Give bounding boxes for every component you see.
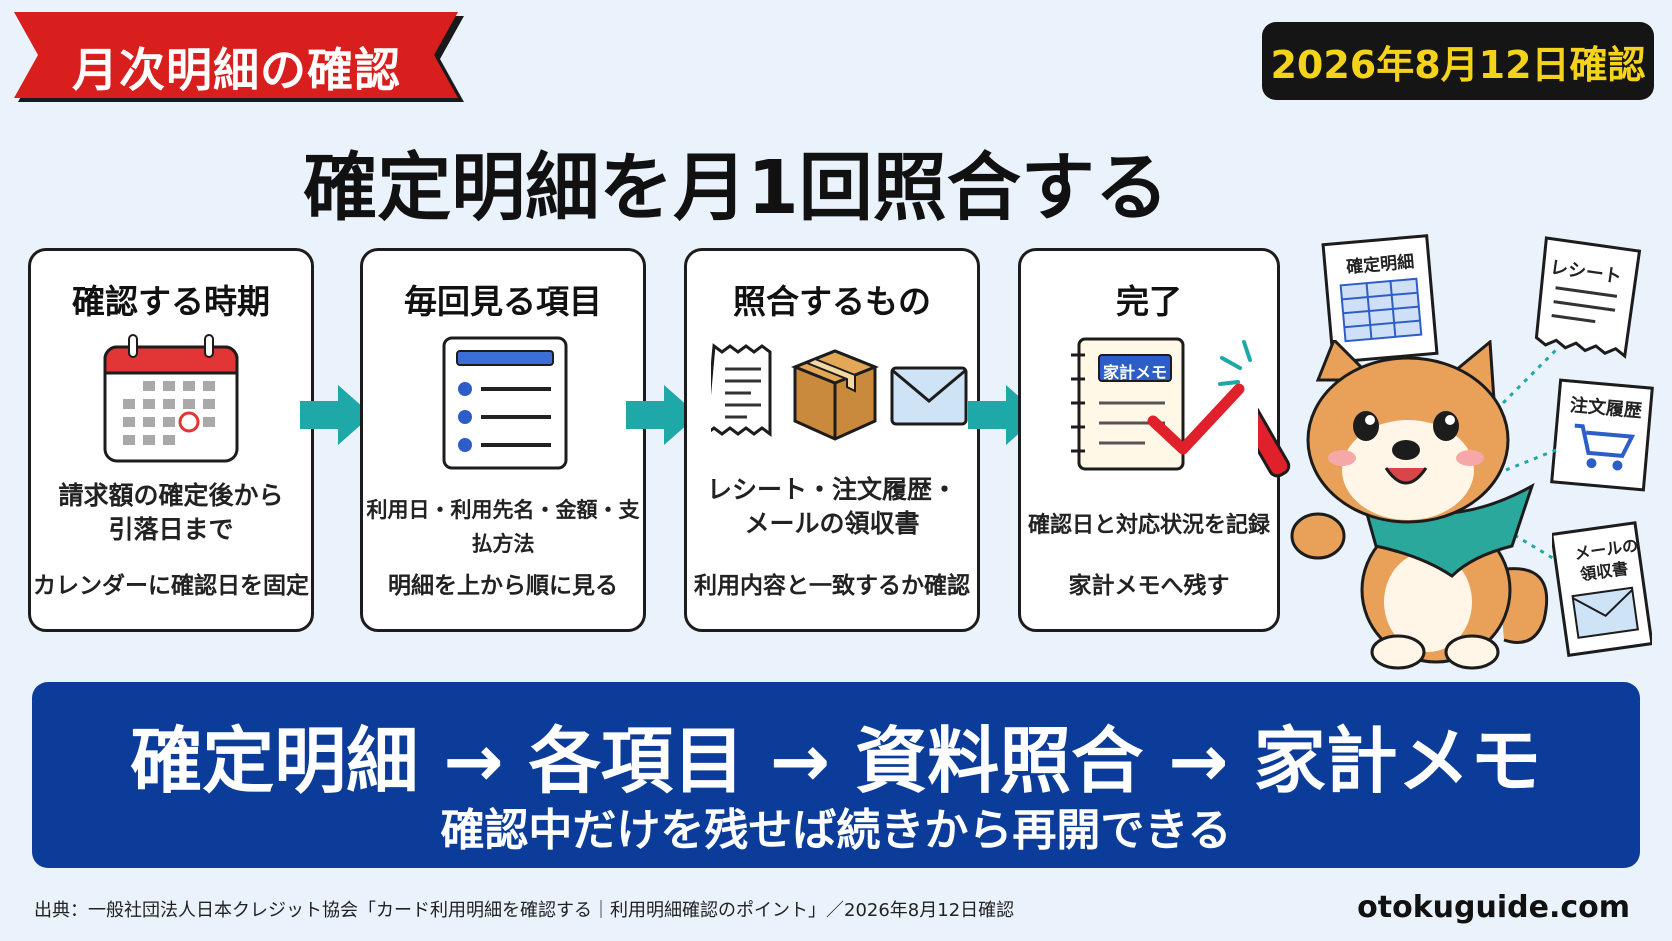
statement-paper-icon: 確定明細 (1320, 232, 1440, 370)
summary-note: 確認中だけを残せば続きから再開できる (440, 805, 1232, 856)
email-receipt-paper-icon: メールの 領収書 (1550, 520, 1654, 664)
page-title-text: 確定明細を月1回照合する (303, 145, 1169, 231)
step-card-documents: 照合するもの レシート・注文履歴・ メールの領収書 利用内容と一致するか確認 (684, 248, 980, 632)
step-text-primary-2: メールの領収書 (744, 509, 920, 538)
step-text-primary: 利用日・利用先名・金額・支払方法 (366, 498, 640, 556)
source-citation: 出典：一般社団法人日本クレジット協会「カード利用明細を確認する｜利用明細確認のポ… (34, 900, 1015, 921)
summary-flow: 確定明細 → 各項目 → 資料照合 → 家計メモ (130, 719, 1542, 803)
sparkle-lines-icon (1218, 340, 1252, 386)
arrow-right-icon (626, 385, 698, 449)
order-history-paper-icon: 注文履歴 (1548, 376, 1656, 498)
step-title: 照合するもの (733, 282, 931, 321)
step-card-items: 毎回見る項目 利用日・利用先名・金額・支払方法 明細を上から順に見る (360, 248, 646, 632)
mail-envelope-icon (889, 365, 969, 431)
receipt-icon (704, 343, 775, 447)
step-text-primary-2: 引落日まで (108, 515, 234, 544)
notebook-icon: 家計メモ (1065, 335, 1189, 479)
list-document-icon (441, 335, 569, 475)
step-card-complete: 完了 家計メモ 確認日と対応状況を記録 家計メモへ残す (1018, 248, 1280, 632)
step-text-secondary: 利用内容と一致するか確認 (694, 573, 970, 599)
shiba-dog-mascot-icon (1218, 337, 1558, 674)
ribbon-label: 月次明細の確認 (72, 43, 401, 97)
step-text-secondary: 明細を上から順に見る (388, 573, 618, 599)
date-badge: 2026年8月12日確認 (1262, 22, 1654, 100)
package-box-icon (790, 347, 880, 447)
step-title: 完了 (1116, 282, 1182, 321)
page-title: 確定明細を月1回照合する (0, 128, 1672, 235)
notebook-label: 家計メモ (1103, 363, 1168, 382)
receipt-paper-icon: レシート (1528, 236, 1642, 370)
arrow-right-icon (300, 385, 372, 449)
header-ribbon: 月次明細の確認 (12, 12, 470, 106)
step-text-secondary: 家計メモへ残す (1068, 573, 1230, 599)
step-text-primary: 請求額の確定後から (58, 481, 284, 510)
step-title: 確認する時期 (72, 282, 270, 321)
site-domain: otokuguide.com (1357, 890, 1630, 925)
checkmark-icon (1145, 381, 1245, 465)
step-card-timing: 確認する時期 請求額の確定後から 引落日まで カレンダーに確認日を固定 (28, 248, 314, 632)
summary-banner: 確定明細 → 各項目 → 資料照合 → 家計メモ 確認中だけを残せば続きから再開… (32, 682, 1640, 868)
connector-lines (1494, 348, 1558, 562)
step-text-primary: レシート・注文履歴・ (706, 475, 957, 504)
step-text-primary: 確認日と対応状況を記録 (1027, 513, 1270, 538)
calendar-icon (101, 333, 241, 469)
step-text-secondary: カレンダーに確認日を固定 (33, 573, 309, 599)
step-title: 毎回見る項目 (404, 282, 602, 321)
